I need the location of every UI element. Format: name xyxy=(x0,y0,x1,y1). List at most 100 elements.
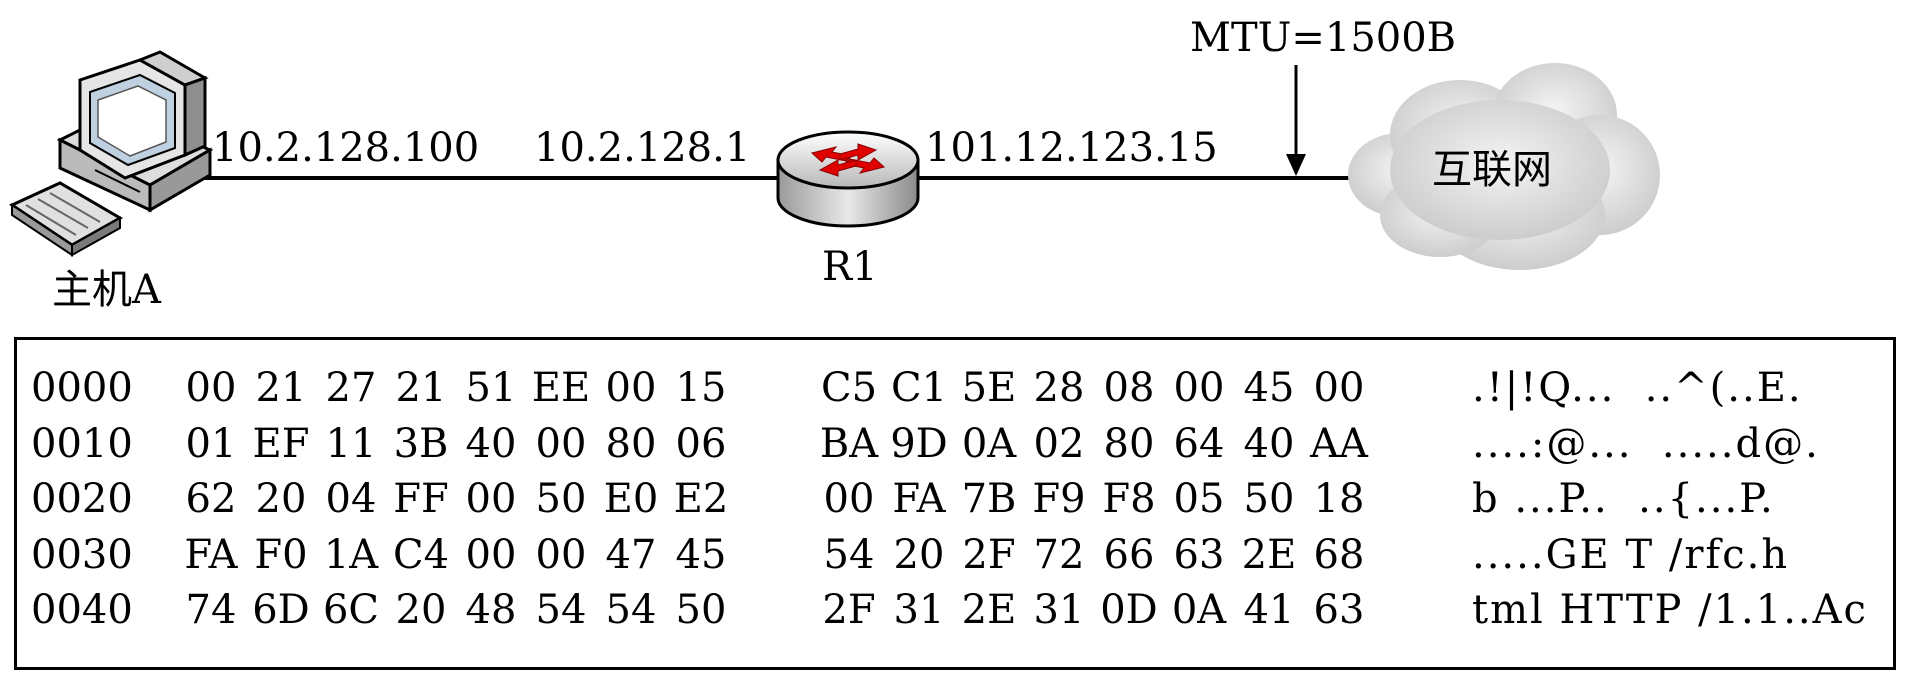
hex-byte: 31 xyxy=(1033,587,1085,633)
hex-byte: 40 xyxy=(1243,421,1295,467)
hex-byte: 45 xyxy=(1243,365,1295,411)
hex-byte: 72 xyxy=(1033,532,1085,578)
mtu-arrow xyxy=(1286,65,1306,176)
hex-byte: 21 xyxy=(395,365,447,411)
hex-ascii: .!|!Q... ..^(..E. xyxy=(1472,365,1803,411)
hex-byte: 00 xyxy=(1173,365,1225,411)
hex-byte: 64 xyxy=(1173,421,1225,467)
hex-ascii: b ...P.. ..{...P. xyxy=(1472,476,1775,522)
hex-byte: 00 xyxy=(535,532,587,578)
hex-byte: 66 xyxy=(1103,532,1155,578)
hex-byte: AA xyxy=(1310,421,1368,467)
hex-byte: EF xyxy=(252,421,310,467)
hex-byte: 1A xyxy=(323,532,379,578)
hex-byte: 6D xyxy=(252,587,310,633)
hex-byte: 54 xyxy=(605,587,657,633)
hex-byte: 51 xyxy=(465,365,517,411)
hex-byte: 62 xyxy=(185,476,237,522)
hex-offset: 0010 xyxy=(31,421,133,467)
hex-byte: C5 xyxy=(820,365,878,411)
hex-byte: 05 xyxy=(1173,476,1225,522)
hex-byte: 08 xyxy=(1103,365,1155,411)
hex-byte: 20 xyxy=(395,587,447,633)
router-right-ip-label: 101.12.123.15 xyxy=(925,125,1218,171)
computer-icon xyxy=(8,50,214,257)
hex-byte: 2F xyxy=(962,532,1016,578)
hex-byte: 48 xyxy=(465,587,517,633)
hex-byte: 41 xyxy=(1243,587,1295,633)
hex-byte: 06 xyxy=(675,421,727,467)
hex-byte: 54 xyxy=(535,587,587,633)
hex-byte: 3B xyxy=(393,421,449,467)
hex-byte: 2E xyxy=(1241,532,1297,578)
hex-byte: F8 xyxy=(1102,476,1156,522)
hex-byte: E2 xyxy=(673,476,729,522)
host-label: 主机A xyxy=(52,267,161,313)
hex-byte: 2E xyxy=(961,587,1017,633)
hex-offset: 0030 xyxy=(31,532,133,578)
hex-byte: C4 xyxy=(392,532,450,578)
hex-byte: 54 xyxy=(823,532,875,578)
hex-byte: 40 xyxy=(465,421,517,467)
router-left-ip-label: 10.2.128.1 xyxy=(534,125,751,171)
hex-byte: 00 xyxy=(823,476,875,522)
hex-byte: 20 xyxy=(255,476,307,522)
hex-byte: FA xyxy=(184,532,238,578)
hex-byte: 00 xyxy=(1313,365,1365,411)
hex-byte: 27 xyxy=(325,365,377,411)
hex-byte: 01 xyxy=(185,421,237,467)
hex-byte: 11 xyxy=(325,421,377,467)
hex-byte: 5E xyxy=(961,365,1017,411)
hex-byte: 80 xyxy=(605,421,657,467)
hex-offset: 0020 xyxy=(31,476,133,522)
hex-byte: 45 xyxy=(675,532,727,578)
hex-byte: 63 xyxy=(1173,532,1225,578)
hex-byte: 80 xyxy=(1103,421,1155,467)
hex-ascii: .....GE T /rfc.h xyxy=(1472,532,1790,578)
hex-byte: 74 xyxy=(185,587,237,633)
hex-byte: 00 xyxy=(605,365,657,411)
hex-offset: 0040 xyxy=(31,587,133,633)
hex-byte: E0 xyxy=(603,476,659,522)
hex-dump-row: 0030 FA F0 1A C4 00 00 47 45 54 20 2F 72 66 63 2E 68....… xyxy=(17,527,1893,583)
hex-byte: 18 xyxy=(1313,476,1365,522)
hex-byte: 63 xyxy=(1313,587,1365,633)
hex-byte: 68 xyxy=(1313,532,1365,578)
hex-byte: FA xyxy=(892,476,946,522)
hex-byte: 2F xyxy=(822,587,876,633)
hex-byte: 9D xyxy=(890,421,948,467)
hex-byte: 21 xyxy=(255,365,307,411)
hex-byte: 00 xyxy=(535,421,587,467)
hex-byte: 00 xyxy=(185,365,237,411)
hex-byte: FF xyxy=(393,476,449,522)
hex-byte: 02 xyxy=(1033,421,1085,467)
hex-byte: 0D xyxy=(1100,587,1158,633)
hex-byte: 47 xyxy=(605,532,657,578)
hex-byte: F0 xyxy=(254,532,308,578)
hex-byte: C1 xyxy=(890,365,948,411)
hex-byte: F9 xyxy=(1032,476,1086,522)
hex-byte: 28 xyxy=(1033,365,1085,411)
network-diagram xyxy=(8,50,1660,270)
host-ip-label: 10.2.128.100 xyxy=(212,125,480,171)
internet-label: 互联网 xyxy=(1432,147,1552,193)
hex-byte: 31 xyxy=(893,587,945,633)
hex-byte: 15 xyxy=(675,365,727,411)
hex-ascii: ....:@... .....d@. xyxy=(1472,421,1820,467)
router-label: R1 xyxy=(822,244,878,290)
hex-byte: 6C xyxy=(322,587,380,633)
hex-byte: 20 xyxy=(893,532,945,578)
cloud-icon xyxy=(1348,63,1660,270)
hex-byte: 0A xyxy=(1171,587,1227,633)
hex-byte: 0A xyxy=(961,421,1017,467)
hex-byte: 04 xyxy=(325,476,377,522)
mtu-label: MTU=1500B xyxy=(1190,15,1457,61)
router-icon xyxy=(776,130,920,228)
hex-byte: 50 xyxy=(535,476,587,522)
hex-byte: 00 xyxy=(465,532,517,578)
